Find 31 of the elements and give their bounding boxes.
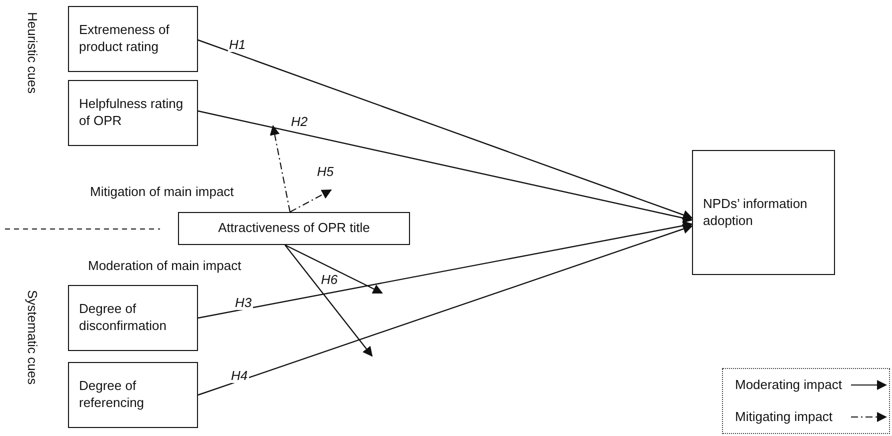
legend-label: Mitigating impact <box>735 409 833 424</box>
node-label: Extremeness of product rating <box>79 22 170 56</box>
concept-box <box>178 212 410 245</box>
node-label: Degree of referencing <box>79 378 146 412</box>
edge-label: H6 <box>320 273 339 288</box>
node-label: Degree of disconfirmation <box>79 301 168 335</box>
node-label: Helpfulness rating of OPR <box>79 96 184 130</box>
edge-label: H1 <box>228 38 247 52</box>
annotation: Moderation of main impact <box>88 258 242 273</box>
concept-box <box>692 150 835 275</box>
arrow <box>198 110 693 223</box>
node-label: NPDs’ information adoption <box>703 196 808 230</box>
annotation: Mitigation of main impact <box>90 184 234 199</box>
edge-label: H4 <box>230 369 249 384</box>
concept-box <box>68 80 198 146</box>
edge-label: H5 <box>316 165 335 180</box>
arrow <box>198 39 693 220</box>
arrow <box>198 224 693 396</box>
arrow <box>284 244 383 294</box>
concept-box <box>68 6 198 72</box>
arrow <box>198 220 693 319</box>
arrow <box>270 125 291 212</box>
legend-label: Moderating impact <box>735 377 842 392</box>
arrow <box>290 190 332 212</box>
concept-box <box>68 362 198 428</box>
concept-box <box>68 285 198 351</box>
group-label: Heuristic cues <box>25 12 40 94</box>
arrow <box>284 244 373 357</box>
group-label: Systematic cues <box>25 290 40 385</box>
node-label: Attractiveness of OPR title <box>218 220 370 237</box>
edge-label: H3 <box>234 296 253 310</box>
